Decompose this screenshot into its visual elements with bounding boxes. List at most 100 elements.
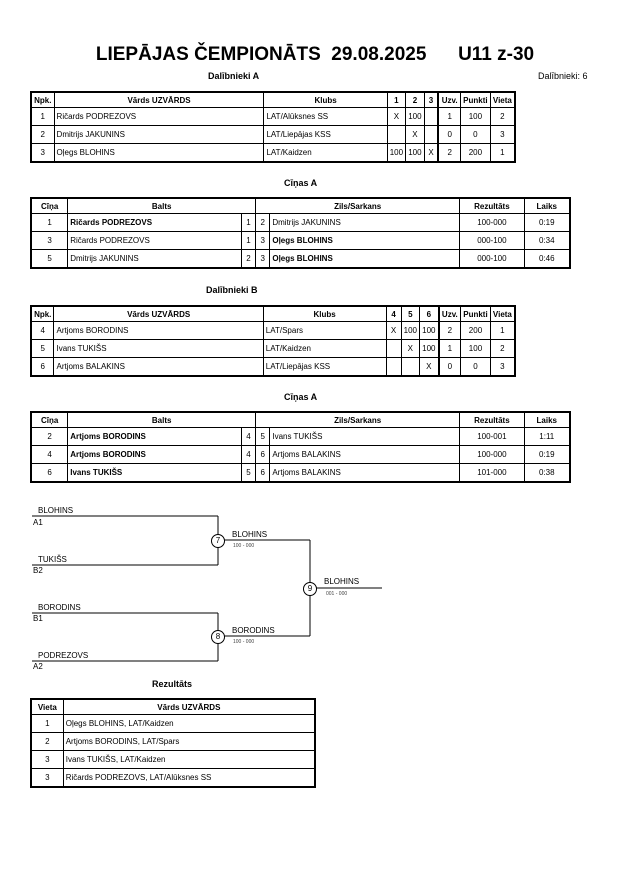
cell-name: Ivans TUKIŠS, LAT/Kaidzen [62, 750, 316, 769]
cell-score [400, 357, 421, 377]
page-title: LIEPĀJAS ČEMPIONĀTS 29.08.2025 U11 z-30 [95, 44, 535, 65]
cell-wins: 0 [438, 357, 462, 377]
bouts-b-title: Cīņas A [284, 392, 318, 402]
cell-points: 100 [460, 339, 491, 358]
cell-score: X [400, 339, 421, 358]
bracket-seed-a2: A2 [33, 662, 43, 671]
cell-place: 2 [489, 339, 516, 358]
bracket-player-blohins: BLOHINS [38, 506, 74, 515]
cell-club: LAT/Kaidzen [263, 143, 388, 163]
cell-blue-player: Oļegs BLOHINS [269, 231, 461, 250]
bracket-seed-a1: A1 [33, 518, 43, 527]
cell-club: LAT/Liepājas KSS [263, 125, 388, 144]
group-a-label: Dalībnieki A [208, 71, 260, 81]
cell-result: 000-100 [459, 231, 525, 250]
match-8-score: 100 - 000 [233, 639, 255, 645]
cell-blue-number: 3 [255, 231, 271, 250]
participants-count: Dalībnieki: 6 [538, 71, 588, 81]
cell-white-player: Ričards PODREZOVS [67, 231, 242, 250]
match-7-badge: 7 [211, 534, 225, 548]
cell-result: 101-000 [459, 463, 525, 483]
results-title: Rezultāts [152, 679, 193, 689]
cell-blue-player: Artjoms BALAKINS [269, 445, 461, 464]
cell-place: 1 [489, 143, 516, 163]
cell-wins: 2 [437, 143, 462, 163]
match-8-badge: 8 [211, 630, 225, 644]
cell-name: Dmitrijs JAKUNINS [53, 125, 265, 144]
bouts-b-header-row: Cīņa Balts Zils/Sarkans Rezultāts Laiks [30, 411, 571, 428]
cell-place: 3 [30, 750, 64, 769]
match-9-score: 001 - 000 [326, 591, 348, 597]
bracket-player-podrezovs: PODREZOVS [38, 651, 89, 660]
cell-name: Ivans TUKIŠS [53, 339, 264, 358]
bouts-a-title: Cīņas A [284, 178, 318, 188]
cell-score: X [423, 143, 440, 163]
cell-npk: 2 [30, 125, 55, 144]
cell-white-number: 5 [240, 463, 257, 483]
cell-place: 3 [489, 357, 516, 377]
results-header-row: Vieta Vārds UZVĀRDS [30, 698, 316, 715]
cell-place: 3 [489, 125, 516, 144]
cell-blue-player: Artjoms BALAKINS [269, 463, 461, 483]
cell-white-player: Dmitrijs JAKUNINS [67, 249, 242, 269]
col-3: 3 [423, 91, 440, 108]
cell-place: 2 [489, 107, 516, 126]
cell-result: 000-100 [459, 249, 525, 269]
cell-name: Ričards PODREZOVS, LAT/Alūksnes SS [62, 768, 316, 788]
match-8-winner: BORODINS [232, 626, 275, 635]
cell-time: 0:19 [523, 445, 571, 464]
pool-a-table: Npk. Vārds UZVĀRDS Klubs 1 2 3 Uzv. Punk… [30, 91, 516, 163]
group-b-label: Dalībnieki B [206, 285, 258, 295]
match-7-score: 100 - 000 [233, 543, 255, 549]
bracket-seed-b2: B2 [33, 566, 43, 575]
cell-time: 0:46 [523, 249, 571, 269]
cell-place: 3 [30, 768, 64, 788]
cell-blue-number: 3 [255, 249, 271, 269]
cell-bout-number: 3 [30, 231, 69, 250]
cell-place: 1 [30, 714, 64, 733]
cell-name: Artjoms BORODINS, LAT/Spars [62, 732, 316, 751]
cell-time: 0:34 [523, 231, 571, 250]
cell-npk: 3 [30, 143, 55, 163]
match-9-winner: BLOHINS [324, 577, 360, 586]
cell-wins: 1 [437, 107, 462, 126]
bracket-player-borodins: BORODINS [38, 603, 81, 612]
match-9-badge: 9 [303, 582, 317, 596]
col-name: Vārds UZVĀRDS [62, 698, 316, 715]
cell-blue-number: 6 [255, 463, 271, 483]
cell-blue-number: 6 [255, 445, 271, 464]
cell-score: 100 [386, 143, 407, 163]
cell-score [423, 125, 440, 144]
cell-result: 100-000 [459, 445, 525, 464]
cell-name: Oļegs BLOHINS, LAT/Kaidzen [62, 714, 316, 733]
cell-score: X [419, 357, 440, 377]
bracket-player-tukiss: TUKIŠS [38, 555, 67, 564]
pool-b-table: Npk. Vārds UZVĀRDS Klubs 4 5 6 Uzv. Punk… [30, 305, 516, 377]
cell-white-number: 4 [240, 445, 257, 464]
bouts-b-table: Cīņa Balts Zils/Sarkans Rezultāts Laiks … [30, 411, 571, 483]
cell-score: 100 [419, 339, 440, 358]
bracket-seed-b1: B1 [33, 614, 43, 623]
match-7-winner: BLOHINS [232, 530, 268, 539]
cell-wins: 1 [438, 339, 462, 358]
cell-wins: 0 [437, 125, 462, 144]
cell-place: 2 [30, 732, 64, 751]
bouts-a-table: Cīņa Balts Zils/Sarkans Rezultāts Laiks … [30, 197, 571, 269]
cell-name: Artjoms BALAKINS [53, 357, 264, 377]
col-place: Vieta [30, 698, 64, 715]
